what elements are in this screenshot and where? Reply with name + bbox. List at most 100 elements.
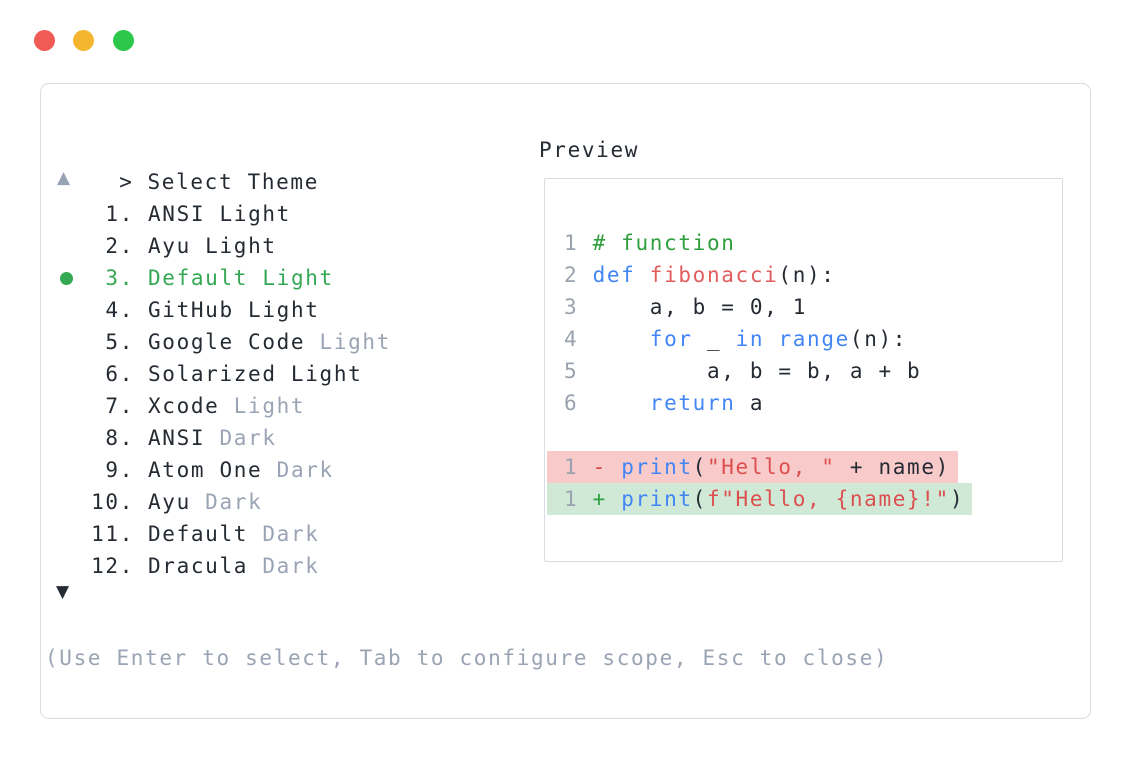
theme-label: Ayu Dark (148, 486, 262, 518)
theme-number: 3. (105, 266, 134, 290)
maximize-button[interactable] (113, 30, 134, 51)
code-token: ) (935, 455, 950, 479)
code-token: print (621, 487, 693, 511)
theme-variant: Light (276, 362, 363, 386)
line-number: 1 (564, 231, 593, 255)
dialog-title: Select Theme (147, 170, 320, 194)
line-number: 2 (564, 263, 593, 287)
theme-label: Xcode Light (148, 390, 305, 422)
theme-list-item[interactable]: 11. Default Dark (41, 518, 536, 550)
theme-number: 10. (91, 490, 134, 514)
code-token: + (592, 487, 622, 511)
theme-number: 7. (105, 394, 134, 418)
code-token: ) (949, 487, 965, 511)
code-token: f"Hello, {name}!" (706, 487, 950, 511)
line-number: 6 (564, 391, 593, 415)
code-line: 3 a, b = 0, 1 (545, 291, 1062, 323)
line-number: 1 (564, 455, 593, 479)
scroll-up-icon[interactable]: ▲ (57, 168, 71, 188)
code-token: ( (692, 455, 707, 479)
theme-label: ANSI Dark (148, 422, 277, 454)
theme-list-item[interactable]: 7. Xcode Light (41, 390, 536, 422)
close-button[interactable] (34, 30, 55, 51)
code-token: a, b = 0, 1 (592, 295, 807, 319)
theme-number: 8. (105, 426, 134, 450)
select-theme-prompt: > Select Theme (62, 134, 319, 230)
theme-variant: Dark (248, 522, 320, 546)
theme-number: 11. (91, 522, 134, 546)
diff-line-removed: 1 - print("Hello, " + name) (545, 451, 1062, 483)
theme-variant: Dark (262, 458, 334, 482)
theme-name: Atom One (148, 458, 263, 482)
line-number: 4 (564, 327, 593, 351)
theme-variant: Light (190, 234, 277, 258)
theme-variant: Light (233, 298, 320, 322)
theme-variant: Light (205, 202, 291, 226)
theme-list-item[interactable]: 4. GitHub Light (41, 294, 536, 326)
code-line: 5 a, b = b, a + b (545, 355, 1062, 387)
theme-variant: Light (219, 394, 306, 418)
code-line: 6 return a (545, 387, 1062, 419)
code-token: (n): (778, 263, 836, 287)
selection-marker (59, 271, 79, 285)
theme-name: ANSI (148, 202, 206, 226)
code-line: 4 for _ in range(n): (545, 323, 1062, 355)
theme-label: Dracula Dark (148, 550, 320, 582)
keyboard-hint: (Use Enter to select, Tab to configure s… (45, 646, 889, 670)
code-token: range (778, 327, 850, 351)
theme-label: Google Code Light (148, 326, 391, 358)
theme-label: Atom One Dark (148, 454, 334, 486)
theme-list-item[interactable]: 12. Dracula Dark (41, 550, 536, 582)
theme-list-item[interactable]: 2.Ayu Light (41, 230, 536, 262)
diff-highlight: 1 + print(f"Hello, {name}!") (547, 483, 973, 515)
diff-highlight: 1 - print("Hello, " + name) (547, 451, 958, 483)
theme-variant: Dark (190, 490, 263, 514)
code-token: in (735, 327, 765, 351)
theme-number: 1. (105, 202, 134, 226)
theme-name: Solarized (148, 362, 277, 386)
theme-list-item[interactable]: 5.Google Code Light (41, 326, 536, 358)
code-token: _ (692, 327, 736, 351)
code-token (764, 327, 778, 351)
theme-name: ANSI (148, 426, 206, 450)
theme-list-item[interactable]: 6. Solarized Light (41, 358, 536, 390)
code-token: return (649, 391, 736, 415)
code-line: 2 def fibonacci(n): (545, 259, 1062, 291)
theme-list-item[interactable]: 10. Ayu Dark (41, 486, 536, 518)
line-number: 3 (564, 295, 593, 319)
theme-number: 4. (105, 298, 134, 322)
theme-name: GitHub (148, 298, 234, 322)
code-token (593, 391, 650, 415)
theme-list-item[interactable]: 8. ANSI Dark (41, 422, 536, 454)
theme-variant: Light (305, 330, 391, 354)
preview-label: Preview (539, 138, 640, 162)
code-token: a (735, 391, 765, 415)
diff-line-added: 1 + print(f"Hello, {name}!") (545, 483, 1062, 515)
code-token: ( (692, 487, 707, 511)
code-token: (n): (849, 327, 908, 351)
theme-number: 9. (105, 458, 134, 482)
minimize-button[interactable] (73, 30, 94, 51)
theme-list-item[interactable]: 9. Atom One Dark (41, 454, 536, 486)
theme-list-item[interactable]: 1. ANSI Light (41, 198, 536, 230)
theme-variant: Dark (248, 554, 320, 578)
theme-label: ANSI Light (148, 198, 291, 230)
code-token: + name (835, 455, 936, 479)
theme-number: 6. (105, 362, 134, 386)
theme-list-item[interactable]: 3. Default Light (41, 262, 536, 294)
theme-label: Default Light (148, 262, 334, 294)
code-token: a, b = b, a + b (592, 359, 922, 383)
code-token: print (621, 455, 693, 479)
scroll-down-icon[interactable]: ▼ (56, 582, 70, 602)
theme-label: Default Dark (148, 518, 320, 550)
theme-number: 12. (91, 554, 134, 578)
prompt-chevron: > (119, 170, 134, 194)
theme-variant: Dark (205, 426, 277, 450)
theme-name: Default (148, 266, 249, 290)
code-token (593, 327, 650, 351)
